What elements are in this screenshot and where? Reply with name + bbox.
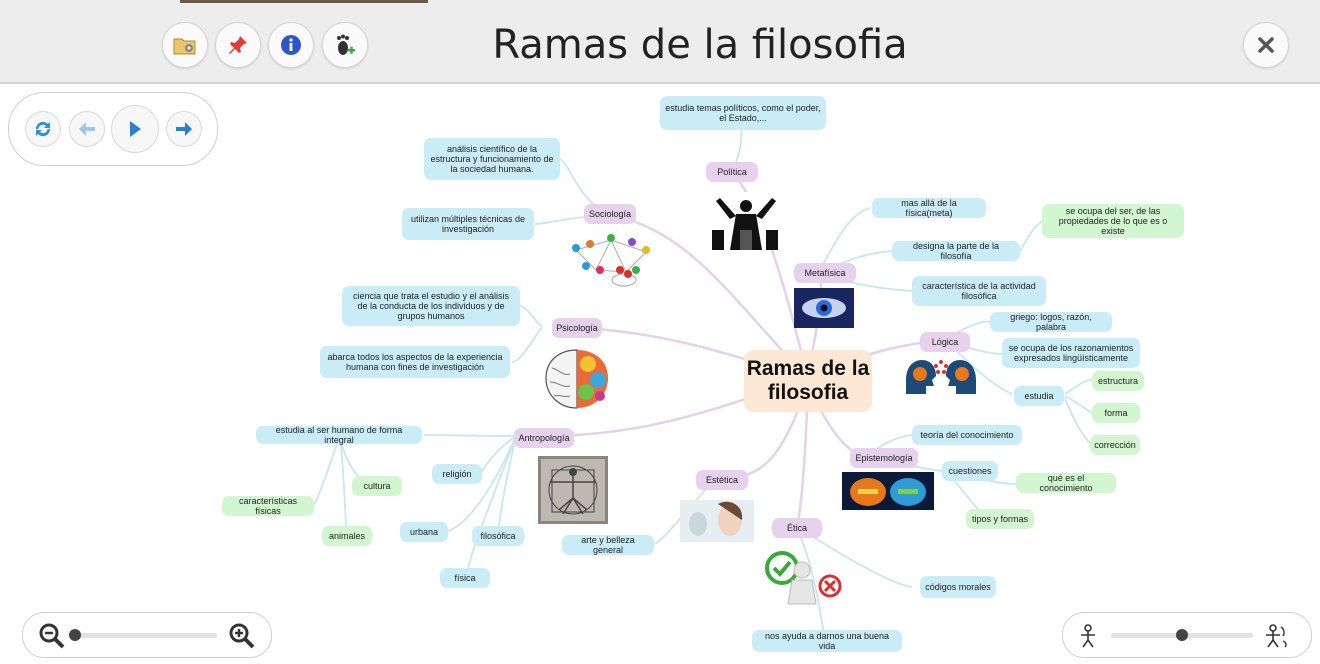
logica-estudia[interactable]: estudia xyxy=(1014,386,1064,406)
antropologia-animales[interactable]: animales xyxy=(322,526,372,546)
play-icon xyxy=(130,121,141,137)
branch-logica[interactable]: Lógica xyxy=(920,332,970,352)
logica-forma[interactable]: forma xyxy=(1092,403,1140,423)
logica-correccion[interactable]: corrección xyxy=(1090,435,1140,455)
sociologia-image xyxy=(566,230,656,292)
forward-arrow-icon xyxy=(176,122,192,136)
settings-folder-button[interactable] xyxy=(162,22,208,68)
branch-psicologia[interactable]: Psicología xyxy=(552,318,602,338)
info-icon xyxy=(281,35,301,55)
branch-antropologia[interactable]: Antropología xyxy=(514,428,574,448)
metafisica-desc-2[interactable]: designa la parte de la filosofía xyxy=(892,241,1020,261)
branch-sociologia[interactable]: Sociología xyxy=(584,204,636,224)
pin-button[interactable] xyxy=(215,22,261,68)
politica-image xyxy=(700,192,792,250)
close-icon xyxy=(1258,37,1274,53)
back-arrow-icon xyxy=(79,122,95,136)
footprint-icon xyxy=(337,34,355,55)
epistemologia-image xyxy=(842,472,934,510)
psicologia-image xyxy=(540,346,614,412)
zoom-in-icon[interactable] xyxy=(229,623,255,653)
logica-desc-1[interactable]: griego: logos, razón, palabra xyxy=(990,312,1112,332)
antropologia-caracteristicas[interactable]: características físicas xyxy=(222,496,314,516)
zoom-controls xyxy=(22,612,272,658)
branch-metafisica[interactable]: Metafísica xyxy=(794,263,856,283)
info-button[interactable] xyxy=(268,22,314,68)
antropologia-desc[interactable]: estudia al ser humano de forma integral xyxy=(256,425,422,445)
close-button[interactable] xyxy=(1243,22,1289,68)
page-title: Ramas de la filosofia xyxy=(492,22,908,68)
antropologia-fisica[interactable]: física xyxy=(440,568,490,588)
psicologia-desc-2[interactable]: abarca todos los aspectos de la experien… xyxy=(320,346,510,378)
detail-slider-handle[interactable] xyxy=(1176,629,1188,641)
politica-description[interactable]: estudia temas políticos, como el poder, … xyxy=(660,96,826,130)
antropologia-filosofica[interactable]: filosófica xyxy=(472,526,524,546)
epistemologia-desc[interactable]: teoría del conocimiento xyxy=(912,425,1022,445)
stick-figure-icon[interactable] xyxy=(1077,623,1099,653)
metafisica-desc-3[interactable]: característica de la actividad filosófic… xyxy=(912,276,1046,306)
branch-epistemologia[interactable]: Epistemología xyxy=(850,448,918,468)
psicologia-desc-1[interactable]: ciencia que trata el estudio y el anális… xyxy=(342,286,520,326)
refresh-button[interactable] xyxy=(25,111,61,147)
footprint-button[interactable] xyxy=(322,22,368,68)
top-toolbar: Ramas de la filosofia xyxy=(0,0,1320,84)
central-topic[interactable]: Ramas de la filosofia xyxy=(744,350,872,412)
sociologia-desc-2[interactable]: utilizan múltiples técnicas de investiga… xyxy=(402,208,534,240)
top-strip xyxy=(180,0,428,3)
logica-desc-2[interactable]: se ocupa de los razonamientos expresados… xyxy=(1002,338,1140,368)
estetica-image xyxy=(680,500,754,542)
etica-image xyxy=(760,546,844,612)
zoom-out-icon[interactable] xyxy=(39,623,65,653)
estetica-desc[interactable]: arte y belleza general xyxy=(562,535,654,555)
antropologia-image xyxy=(538,456,608,524)
antropologia-religion[interactable]: religión xyxy=(432,464,482,484)
branch-etica[interactable]: Ética xyxy=(772,518,822,538)
epistemologia-q2[interactable]: tipos y formas xyxy=(966,509,1034,529)
etica-desc-2[interactable]: nos ayuda a darnos una buena vida xyxy=(752,630,902,652)
pin-icon xyxy=(229,36,247,54)
antropologia-urbana[interactable]: urbana xyxy=(400,522,448,542)
epistemologia-cuestiones[interactable]: cuestiones xyxy=(942,461,998,481)
zoom-slider-handle[interactable] xyxy=(69,629,81,641)
zoom-slider-track[interactable] xyxy=(75,633,217,638)
branch-politica[interactable]: Política xyxy=(706,162,758,182)
settings-folder-icon xyxy=(173,38,196,55)
navigation-controls xyxy=(8,92,218,166)
epistemologia-q1[interactable]: qué es el conocimiento xyxy=(1016,473,1116,493)
mindmap-canvas: Ramas de la filosofia Política estudia t… xyxy=(0,84,1320,664)
logica-image xyxy=(902,356,980,396)
play-button[interactable] xyxy=(111,105,159,153)
etica-desc-1[interactable]: códigos morales xyxy=(920,576,996,598)
refresh-icon xyxy=(35,121,51,137)
metafisica-desc-1[interactable]: mas allá de la física(meta) xyxy=(872,198,986,218)
logica-estructura[interactable]: estructura xyxy=(1092,371,1144,391)
detail-level-controls xyxy=(1062,612,1312,658)
metafisica-image xyxy=(794,288,854,328)
detailed-figure-icon[interactable] xyxy=(1261,623,1289,653)
metafisica-desc-2a[interactable]: se ocupa del ser, de las propiedades de … xyxy=(1042,204,1184,238)
branch-estetica[interactable]: Estética xyxy=(696,470,748,490)
forward-button[interactable] xyxy=(166,111,202,147)
antropologia-cultura[interactable]: cultura xyxy=(352,476,402,496)
sociologia-desc-1[interactable]: análisis científico de la estructura y f… xyxy=(424,138,560,180)
back-button[interactable] xyxy=(69,111,105,147)
